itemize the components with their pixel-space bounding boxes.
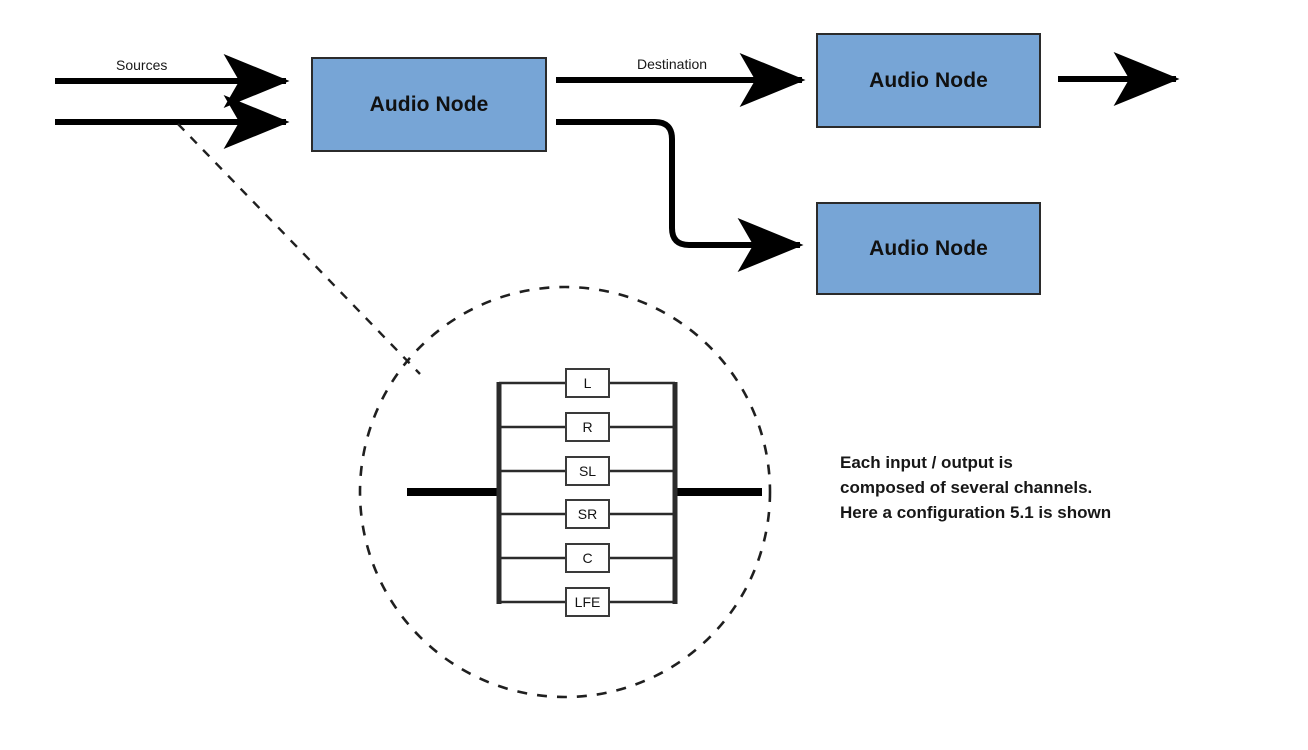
channel-label: R xyxy=(582,419,593,435)
audio-node-main[interactable]: Audio Node xyxy=(311,57,547,152)
caption-line-1: Each input / output is xyxy=(840,453,1013,472)
audio-node-destination-1[interactable]: Audio Node xyxy=(816,33,1041,128)
channel-box-sl[interactable]: SL xyxy=(565,456,610,486)
caption-line-3: Here a configuration 5.1 is shown xyxy=(840,503,1112,522)
channel-box-r[interactable]: R xyxy=(565,412,610,442)
channel-label: LFE xyxy=(574,594,601,610)
magnifier-leader-line xyxy=(177,123,421,375)
audio-node-label: Audio Node xyxy=(369,92,489,116)
channel-box-c[interactable]: C xyxy=(565,543,610,573)
sources-label: Sources xyxy=(116,57,168,73)
caption-block: Each input / output is composed of sever… xyxy=(840,450,1170,525)
channel-box-l[interactable]: L xyxy=(565,368,610,398)
channel-box-sr[interactable]: SR xyxy=(565,499,610,529)
caption-line-2: composed of several channels. xyxy=(840,478,1093,497)
destination-label: Destination xyxy=(637,56,708,72)
channel-label: SL xyxy=(578,463,597,479)
destination-elbow-connector xyxy=(556,119,804,272)
audio-node-destination-2[interactable]: Audio Node xyxy=(816,202,1041,295)
channel-label: L xyxy=(583,375,592,391)
channel-label: SR xyxy=(577,506,598,522)
audio-node-label: Audio Node xyxy=(869,236,988,260)
channel-box-lfe[interactable]: LFE xyxy=(565,587,610,617)
audio-node-label: Audio Node xyxy=(869,68,988,92)
magnifier-circle xyxy=(358,285,772,699)
channel-label: C xyxy=(582,550,593,566)
